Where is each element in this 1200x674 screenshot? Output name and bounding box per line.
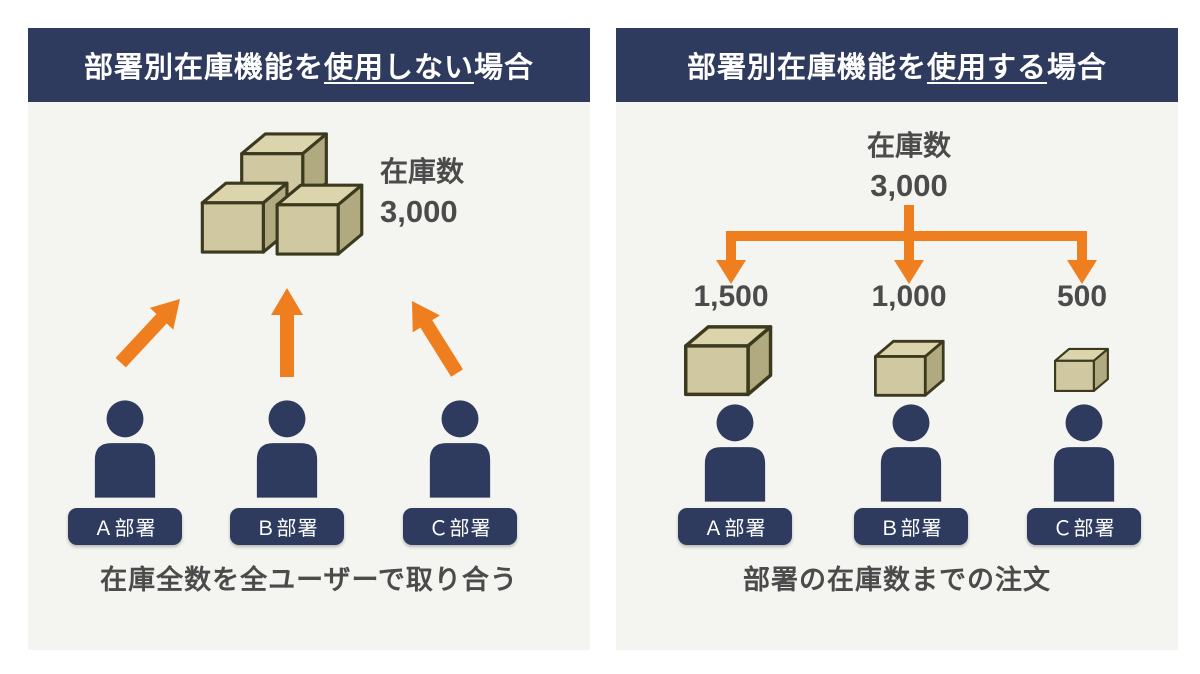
panel-caption: 在庫全数を全ユーザーで取り合う <box>100 565 518 595</box>
up-arrow-left <box>115 299 180 368</box>
panel-without-dept-stock: 部署別在庫機能を使用しない場合 在庫数 3,000 <box>28 28 590 650</box>
panel-title: 部署別在庫機能を使用する場合 <box>616 28 1178 102</box>
dept-label-c: Ｃ部署 <box>1027 508 1141 545</box>
panel-body: 在庫数 3,000 1,500 1,000 500 <box>616 102 1178 650</box>
inventory-boxes-icon <box>200 132 364 256</box>
allocation-amount-c: 500 <box>1056 280 1108 313</box>
panel-body: 在庫数 3,000 Ａ部署 Ｂ部署 Ｃ部署 <box>28 102 590 650</box>
stock-count: 在庫数 3,000 <box>809 126 1009 206</box>
panel-title: 部署別在庫機能を使用しない場合 <box>28 28 590 102</box>
allocation-amount-a: 1,500 <box>693 280 769 313</box>
dept-label-b: Ｂ部署 <box>230 508 344 545</box>
panel-title-suffix: 場合 <box>474 52 535 84</box>
panel-title-prefix: 部署別在庫機能を <box>686 52 927 84</box>
panel-title-suffix: 場合 <box>1047 52 1108 84</box>
stock-count: 在庫数 3,000 <box>380 152 464 232</box>
dept-label-a: Ａ部署 <box>68 508 182 545</box>
inventory-box-medium <box>874 339 945 397</box>
dept-label-b: Ｂ部署 <box>854 508 968 545</box>
panel-caption: 部署の在庫数までの注文 <box>743 565 1051 595</box>
person-icon-dept-a <box>90 400 160 498</box>
person-icon-dept-c <box>425 400 495 498</box>
person-icon-dept-a <box>700 404 770 502</box>
stock-count-label: 在庫数 <box>380 156 465 187</box>
person-icon-dept-b <box>876 404 946 502</box>
dept-label-c: Ｃ部署 <box>403 508 517 545</box>
inventory-box-small <box>1054 347 1109 393</box>
branch-crossbar <box>726 231 1087 241</box>
dept-label-a: Ａ部署 <box>678 508 792 545</box>
stock-count-label: 在庫数 <box>866 130 951 161</box>
panel-title-underlined: 使用する <box>926 52 1047 84</box>
person-icon-dept-b <box>252 400 322 498</box>
up-arrow-right <box>412 301 463 377</box>
branch-stem <box>904 205 914 262</box>
inventory-box-large <box>684 325 773 397</box>
panel-with-dept-stock: 部署別在庫機能を使用する場合 在庫数 3,000 1,500 1,000 500 <box>616 28 1178 650</box>
stock-count-value: 3,000 <box>380 194 458 229</box>
stock-count-value: 3,000 <box>870 168 948 203</box>
person-icon-dept-c <box>1049 404 1119 502</box>
panel-title-prefix: 部署別在庫機能を <box>83 52 324 84</box>
up-arrow-center <box>271 288 303 377</box>
panel-title-underlined: 使用しない <box>323 52 474 84</box>
allocation-amount-b: 1,000 <box>871 280 947 313</box>
